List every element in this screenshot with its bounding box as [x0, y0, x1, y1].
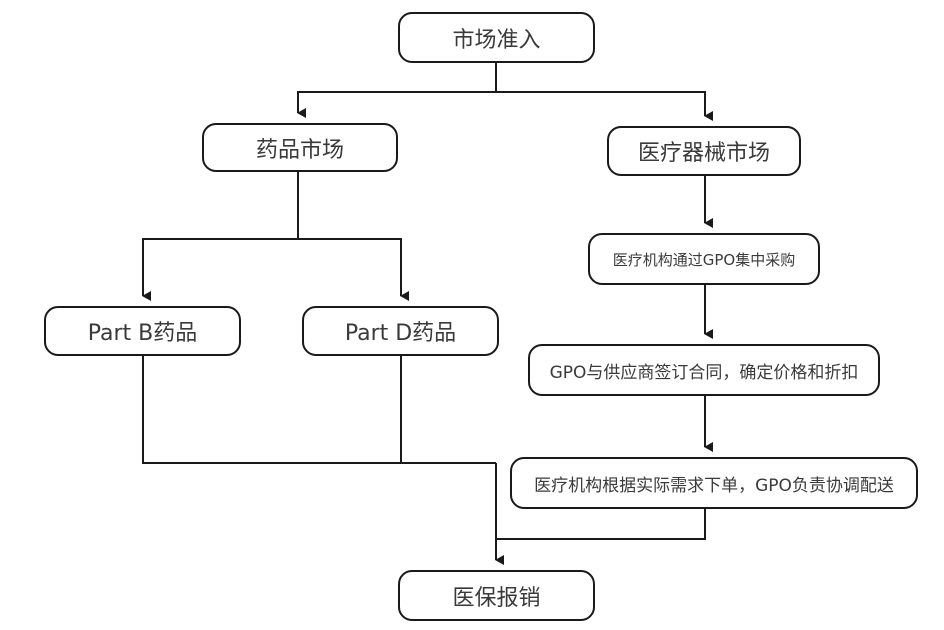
- node-market-access: 市场准入: [398, 12, 595, 63]
- node-part-d-drugs: Part D药品: [302, 306, 499, 356]
- node-label: Part B药品: [87, 321, 198, 346]
- node-label: 药品市场: [255, 137, 344, 163]
- node-label: Part D药品: [344, 321, 457, 346]
- node-label: 市场准入: [452, 27, 541, 53]
- node-label: 医保报销: [452, 585, 541, 611]
- node-label: 医疗器械市场: [637, 141, 770, 166]
- edge-drug-market-to-part-d: [298, 238, 409, 301]
- node-label: 医疗机构通过GPO集中采购: [612, 250, 796, 269]
- node-device-market: 医疗器械市场: [607, 126, 801, 176]
- node-drug-market: 药品市场: [202, 123, 398, 172]
- edge-part-b-to-reimbursement: [142, 356, 496, 464]
- node-label: 医疗机构根据实际需求下单，GPO负责协调配送: [534, 475, 894, 496]
- node-gpo-purchase: 医疗机构通过GPO集中采购: [588, 233, 820, 285]
- node-label: GPO与供应商签订合同，确定价格和折扣: [549, 362, 859, 383]
- edge-order-to-reimbursement: [496, 509, 706, 540]
- node-gpo-contract: GPO与供应商签订合同，确定价格和折扣: [528, 344, 880, 396]
- node-reimbursement: 医保报销: [398, 570, 595, 621]
- edge-market-access-to-device-market: [496, 91, 713, 121]
- node-order-delivery: 医疗机构根据实际需求下单，GPO负责协调配送: [510, 457, 918, 509]
- edge-drug-market-to-part-b: [142, 172, 299, 301]
- edge-market-access-to-drug-market: [297, 63, 497, 118]
- node-part-b-drugs: Part B药品: [44, 306, 241, 356]
